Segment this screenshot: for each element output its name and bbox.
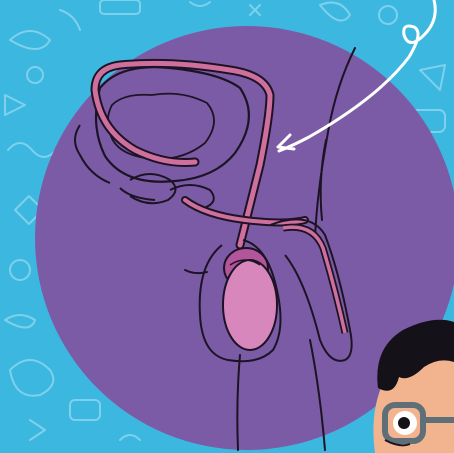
- testis: [223, 260, 277, 350]
